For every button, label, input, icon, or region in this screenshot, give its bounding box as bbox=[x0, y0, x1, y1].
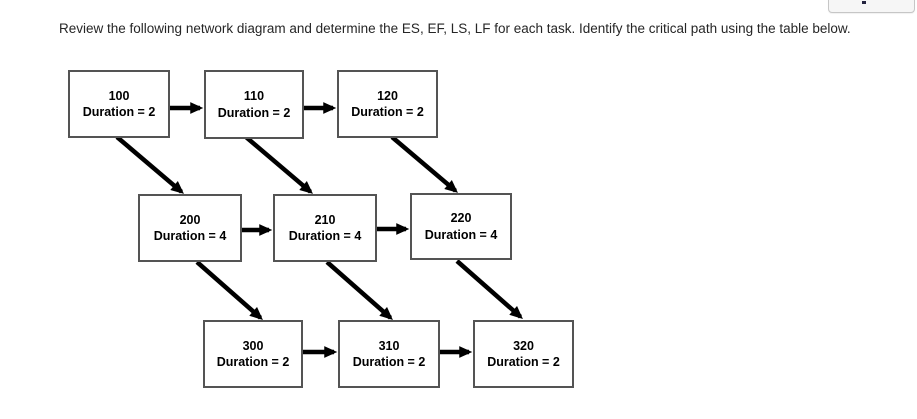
arrow-220-320 bbox=[455, 259, 523, 319]
arrow-110-210 bbox=[244, 135, 313, 194]
arrow-210-310 bbox=[325, 260, 393, 320]
task-duration: Duration = 4 bbox=[424, 227, 498, 242]
task-node-210: 210 Duration = 4 bbox=[273, 194, 377, 262]
task-id: 320 bbox=[513, 338, 534, 353]
task-id: 100 bbox=[108, 88, 130, 103]
task-duration: Duration = 4 bbox=[288, 229, 362, 243]
top-right-partial-button[interactable] bbox=[828, 0, 915, 13]
task-node-100: 100 Duration = 2 bbox=[68, 70, 170, 138]
arrow-200-300 bbox=[195, 260, 263, 320]
task-node-320: 320 Duration = 2 bbox=[473, 320, 574, 388]
task-node-220: 220 Duration = 4 bbox=[410, 193, 512, 260]
task-id: 310 bbox=[378, 338, 400, 353]
task-id: 110 bbox=[243, 89, 265, 103]
task-duration: Duration = 4 bbox=[153, 229, 227, 243]
task-node-120: 120 Duration = 2 bbox=[337, 70, 438, 138]
task-id: 200 bbox=[179, 212, 201, 227]
task-duration: Duration = 2 bbox=[487, 355, 560, 369]
task-id: 300 bbox=[242, 338, 264, 353]
instruction-text: Review the following network diagram and… bbox=[59, 21, 851, 36]
task-duration: Duration = 2 bbox=[217, 105, 291, 120]
task-duration: Duration = 2 bbox=[216, 355, 290, 369]
task-duration: Duration = 2 bbox=[351, 105, 424, 119]
task-id: 120 bbox=[377, 88, 398, 103]
task-id: 220 bbox=[450, 211, 472, 225]
task-node-110: 110 Duration = 2 bbox=[204, 70, 304, 139]
task-node-200: 200 Duration = 4 bbox=[138, 194, 242, 262]
truncated-glyph-icon bbox=[862, 1, 866, 4]
arrow-100-200 bbox=[115, 135, 184, 194]
task-id: 210 bbox=[314, 212, 336, 227]
task-duration: Duration = 2 bbox=[82, 105, 156, 119]
task-node-300: 300 Duration = 2 bbox=[203, 320, 303, 388]
task-duration: Duration = 2 bbox=[352, 355, 426, 369]
task-node-310: 310 Duration = 2 bbox=[338, 320, 440, 388]
arrow-120-220 bbox=[390, 135, 458, 193]
